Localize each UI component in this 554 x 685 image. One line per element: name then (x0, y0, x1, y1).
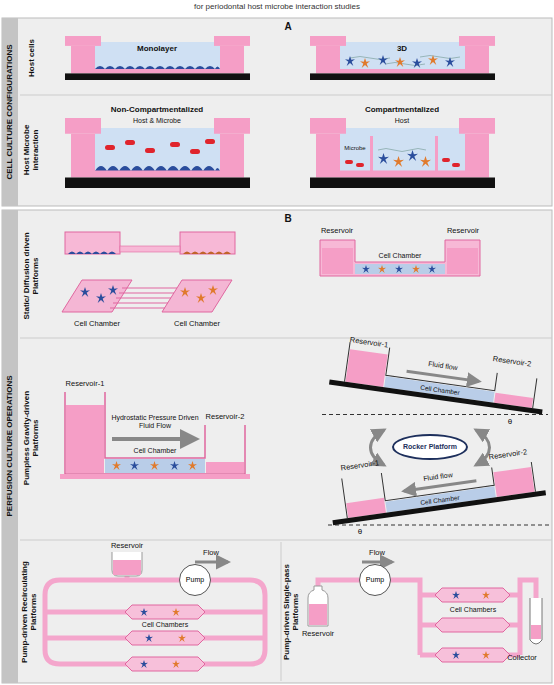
part-label: Reservoir (312, 227, 362, 235)
row-heading: Host Microbe interaction (23, 110, 41, 190)
row-heading: Pump-driven Recirculating Platforms (21, 557, 39, 667)
part-label: Cell Chamber (120, 447, 190, 455)
figure-title: for periodontal host microbe interaction… (0, 3, 554, 12)
flow-label: Flow (362, 549, 392, 557)
panel-letter: A (278, 21, 298, 32)
panel-letter: B (278, 213, 298, 224)
pump-circle: Pump (359, 564, 391, 596)
part-label: Collector (498, 654, 546, 662)
node-text: Rocker Platform (403, 443, 457, 450)
flow-label: Flow (196, 549, 226, 557)
angle-symbol: θ (504, 418, 516, 427)
pump-circle: Pump (179, 564, 211, 596)
part-label: Reservoir (102, 542, 152, 550)
row-heading: Pumpless Gravity-driven Platforms (23, 383, 41, 493)
row-heading: Static/ Diffusion driven Platforms (23, 226, 41, 326)
config-label: Non-Compartmentalized (92, 106, 222, 115)
part-label: Cell Chamber (162, 320, 232, 328)
part-label: Cell Chamber (365, 252, 435, 260)
node-text: Pump (186, 576, 204, 583)
part-label: Cell Chamber (62, 320, 132, 328)
config-sublabel: Host (382, 117, 422, 125)
part-label: Reservoir (293, 630, 343, 638)
flow-label: Hydrostatic Pressure Driven Fluid Flow (110, 414, 200, 430)
part-label: Reservoir-1 (55, 380, 115, 388)
panel-a (2, 18, 552, 206)
part-label: Cell Chambers (130, 621, 200, 629)
rocker-platform: Rocker Platform (392, 434, 468, 460)
row-heading: Pump-driven Single-pass Platforms (283, 557, 301, 667)
config-label: Compartmentalized (347, 106, 457, 115)
part-label: Reservoir (438, 227, 488, 235)
channel-label: Microbe (340, 145, 370, 152)
part-label: Cell Chambers (438, 606, 508, 614)
config-sublabel: Host & Microbe (112, 117, 202, 125)
config-label: 3D (382, 45, 422, 54)
section-heading: CELL CULTURE CONFIGURATIONS (6, 19, 15, 205)
part-label: Reservoir-2 (195, 413, 255, 421)
angle-symbol: θ (354, 528, 366, 537)
node-text: Pump (366, 576, 384, 583)
row-heading: Host cells (28, 23, 37, 93)
panel-b (2, 210, 552, 683)
config-label: Monolayer (117, 45, 197, 54)
section-heading: PERFUSION CULTURE OPERATIONS (6, 346, 15, 546)
